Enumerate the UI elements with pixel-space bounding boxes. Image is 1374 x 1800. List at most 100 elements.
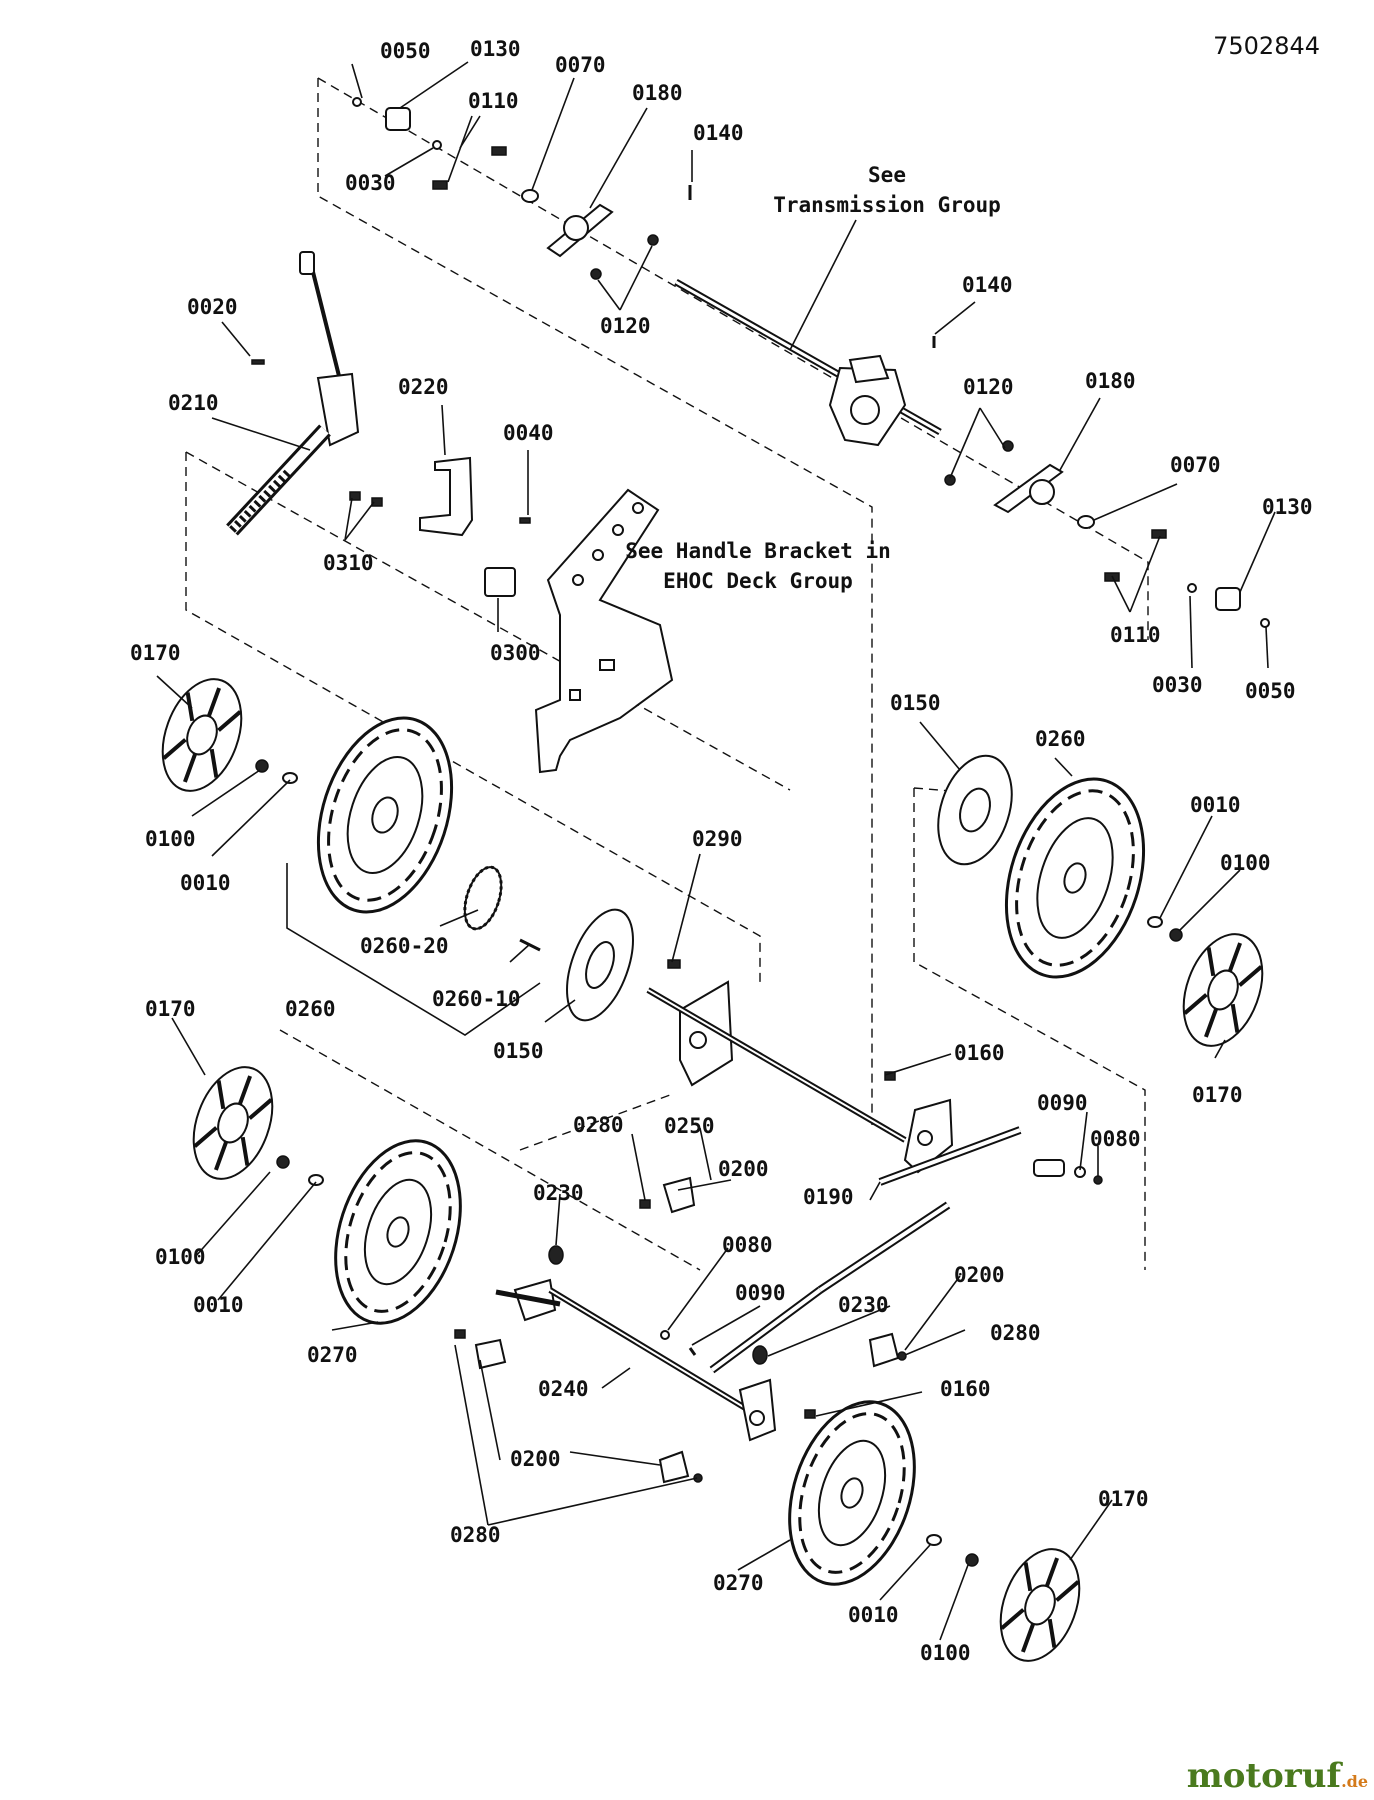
part-label: 0310 [323,551,374,575]
part-label: 0010 [1190,793,1241,817]
part-label: 0170 [145,997,196,1021]
part-label: 0110 [1110,623,1161,647]
part-label: 0160 [940,1377,991,1401]
hubcap-front-right [999,1548,1081,1662]
rear-axle-assembly [646,959,1103,1186]
watermark-domain: .de [1341,1772,1368,1791]
part-label: 0200 [954,1263,1005,1287]
part-label: 0200 [718,1157,769,1181]
dust-cover-right [937,754,1013,866]
part-label: 0050 [1245,679,1296,703]
part-label: 0280 [990,1321,1041,1345]
part-number-labels: 0050 0130 0070 0110 0180 0030 0140 0120 … [130,37,1313,1665]
part-label: 0170 [130,641,181,665]
part-label: 0090 [735,1281,786,1305]
part-label: 0250 [664,1114,715,1138]
part-label: 0260 [285,997,336,1021]
part-label: 0230 [838,1293,889,1317]
part-label: 0270 [307,1343,358,1367]
part-label: 0120 [963,375,1014,399]
part-label: 0210 [168,391,219,415]
part-label: 0300 [490,641,541,665]
part-label: 0040 [503,421,554,445]
pivot-bracket-front-right [738,1378,777,1442]
part-label: 0080 [1090,1127,1141,1151]
part-label: 0110 [468,89,519,113]
part-label: 0190 [803,1185,854,1209]
pinion-gear-right [1215,587,1241,611]
rear-right-wheel-group [937,754,1264,1047]
part-label: 0260-20 [360,934,449,958]
part-label: 0070 [1170,453,1221,477]
part-label: 0260 [1035,727,1086,751]
watermark-brand: motoruf [1186,1756,1342,1796]
front-right-wheel-group [788,1400,1081,1662]
leader-lines [156,61,1276,1641]
drive-axle-assembly [352,97,1270,628]
part-label: 0160 [954,1041,1005,1065]
front-left-wheel [334,1139,462,1325]
rear-right-wheel [1004,777,1146,979]
part-label: 0100 [920,1641,971,1665]
brand-watermark: motoruf.de [1187,1756,1368,1796]
part-label: 0180 [1085,369,1136,393]
part-label: 0010 [180,871,231,895]
front-left-wheel-group [192,1066,462,1325]
part-label: 0240 [538,1377,589,1401]
note-transmission-line2: Transmission Group [773,193,1001,217]
part-label: 0050 [380,39,431,63]
dust-cover-left [566,908,634,1022]
note-handle-bracket-line2: EHOC Deck Group [663,569,853,593]
part-label: 0280 [450,1523,501,1547]
drive-cable-assembly [226,251,531,597]
part-label: 0070 [555,53,606,77]
part-label: 0150 [493,1039,544,1063]
hubcap-rear-left [161,678,243,792]
part-label: 0120 [600,314,651,338]
part-label: 0030 [1152,673,1203,697]
part-label: 0130 [470,37,521,61]
plate-0300 [484,567,516,597]
part-label: 0150 [890,691,941,715]
part-label: 0260-10 [432,987,521,1011]
part-label: 0170 [1192,1083,1243,1107]
part-label: 0030 [345,171,396,195]
rear-left-wheel-group [161,678,634,1036]
document-number: 7502844 [1213,32,1320,60]
part-label: 0080 [722,1233,773,1257]
part-label: 0010 [193,1293,244,1317]
part-label: 0290 [692,827,743,851]
part-label: 0130 [1262,495,1313,519]
bracket-0220 [419,456,474,537]
reference-notes: See Transmission Group See Handle Bracke… [625,163,1001,593]
part-label: 0010 [848,1603,899,1627]
part-label: 0170 [1098,1487,1149,1511]
part-label: 0090 [1037,1091,1088,1115]
drive-gear-0260-20 [463,865,503,931]
part-label: 0180 [632,81,683,105]
part-label: 0220 [398,375,449,399]
part-label: 0100 [145,827,196,851]
note-transmission-line1: See [868,163,906,187]
part-label: 0230 [533,1181,584,1205]
front-right-wheel [788,1400,916,1586]
part-label: 0280 [573,1113,624,1137]
part-label: 0100 [1220,851,1271,875]
part-label: 0140 [693,121,744,145]
handle-bracket [534,488,674,774]
part-label: 0200 [510,1447,561,1471]
hubcap-rear-right [1182,933,1264,1047]
rear-height-bracket [679,980,734,1087]
note-handle-bracket-line1: See Handle Bracket in [625,539,891,563]
hubcap-front-left [192,1066,274,1180]
part-label: 0270 [713,1571,764,1595]
part-label: 0020 [187,295,238,319]
part-label: 0140 [962,273,1013,297]
rear-left-wheel [316,716,454,914]
assembly-boundaries [185,77,1149,1271]
bearing-bracket-right [993,463,1064,514]
front-axle-assembly [454,1176,951,1484]
pinion-gear-left [385,107,411,131]
